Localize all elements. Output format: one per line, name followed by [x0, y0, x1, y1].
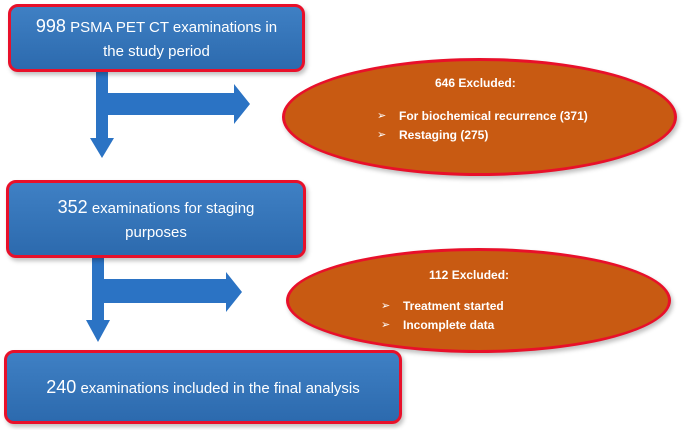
box-count: 352: [57, 196, 88, 217]
step-box-staging: 352 examinations for staging purposes: [6, 180, 306, 258]
exclusion-item: ➢ Incomplete data: [381, 317, 495, 332]
exclusion-list: ➢ Treatment started ➢ Incomplete data: [381, 296, 504, 334]
box-count: 240: [46, 376, 77, 397]
step-box-study-period: 998 PSMA PET CT examinations in the stud…: [8, 4, 305, 72]
box-label-line1: examinations included in the final analy…: [80, 379, 360, 397]
box-count: 998: [35, 15, 66, 36]
exclusion-item: ➢ Restaging (275): [377, 127, 489, 142]
box-label-line2: purposes: [125, 224, 187, 242]
arrowhead-bullet-icon: ➢: [377, 129, 387, 141]
exclusion-title: 112 Excluded:: [429, 268, 510, 282]
exclusion-item: ➢ Treatment started: [381, 298, 504, 313]
exclusion-ellipse-2: 112 Excluded: ➢ Treatment started ➢ Inco…: [286, 248, 671, 353]
box-label-line1: PSMA PET CT examinations in: [70, 18, 278, 36]
exclusion-item: ➢ For biochemical recurrence (371): [377, 108, 588, 123]
exclusion-ellipse-1: 646 Excluded: ➢ For biochemical recurren…: [282, 58, 677, 176]
step-box-final-analysis: 240 examinations included in the final a…: [4, 350, 402, 424]
box-label-line2: the study period: [103, 43, 210, 61]
exclusion-list: ➢ For biochemical recurrence (371) ➢ Res…: [377, 106, 588, 144]
arrowhead-bullet-icon: ➢: [377, 110, 387, 122]
box-label-line1: examinations for staging: [91, 199, 255, 217]
flow-arrow-2: [86, 258, 242, 342]
arrowhead-bullet-icon: ➢: [381, 319, 391, 331]
exclusion-title: 646 Excluded:: [435, 76, 516, 90]
flow-arrow-1: [90, 72, 250, 158]
arrowhead-bullet-icon: ➢: [381, 300, 391, 312]
